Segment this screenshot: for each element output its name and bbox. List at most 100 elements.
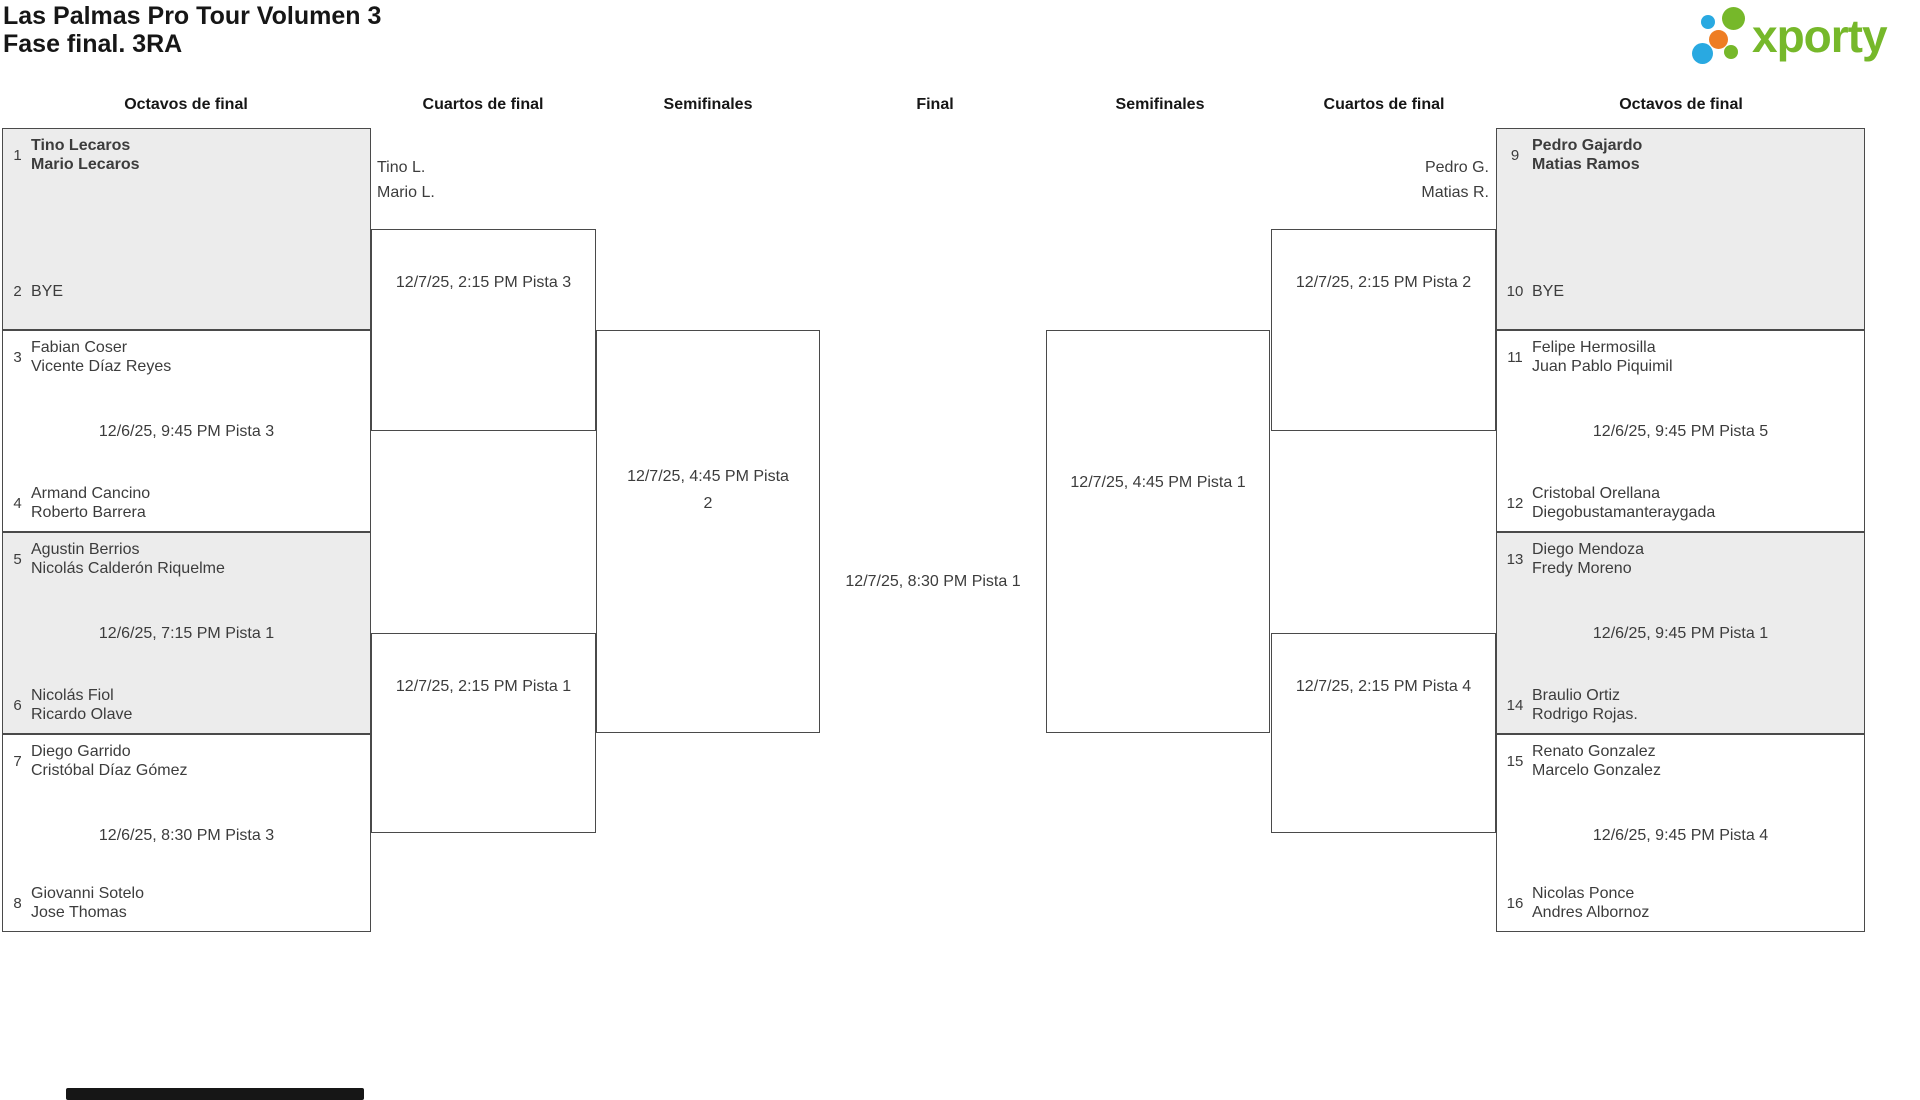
horizontal-scrollbar-thumb[interactable] [66, 1088, 364, 1100]
seed-number: 6 [13, 696, 22, 714]
player-name: Nicolas Ponce [1532, 885, 1635, 902]
seed-number: 10 [1506, 283, 1524, 300]
advanced-player-name: Pedro G. [1424, 159, 1489, 176]
round-header-semis-right: Semifinales [1115, 96, 1205, 113]
player-name: Fredy Moreno [1532, 560, 1632, 577]
advanced-player-name: Tino L. [377, 159, 426, 176]
seed-number: 8 [13, 894, 22, 912]
player-name: Rodrigo Rojas. [1532, 706, 1638, 723]
match-time: 12/7/25, 4:45 PM Pista 2 [627, 468, 789, 512]
player-name: Nicolás Fiol [31, 687, 114, 704]
match-time: 12/6/25, 9:45 PM Pista 4 [1592, 827, 1769, 844]
match-time: 12/7/25, 2:15 PM Pista 4 [1295, 678, 1472, 695]
seed-number: 13 [1506, 550, 1524, 568]
player-name: BYE [31, 283, 64, 300]
player-name: Agustin Berrios [31, 541, 140, 558]
player-name: Nicolás Calderón Riquelme [31, 560, 225, 577]
player-name: Jose Thomas [31, 904, 127, 921]
player-name: Juan Pablo Piquimil [1532, 358, 1673, 375]
match-time: 12/7/25, 2:15 PM Pista 1 [395, 678, 572, 695]
sf-left-box[interactable]: 12/7/25, 4:45 PM Pista 2 [596, 330, 820, 733]
player-name: Armand Cancino [31, 485, 151, 502]
advanced-player-name: Matias R. [1421, 184, 1489, 201]
seed-number: 1 [13, 146, 22, 164]
player-name: Giovanni Sotelo [31, 885, 144, 902]
team-slot[interactable]: 10 BYE [1503, 282, 1564, 301]
page-subtitle: Fase final. 3RA [3, 30, 183, 58]
match-time: 12/7/25, 2:15 PM Pista 2 [1295, 274, 1472, 291]
advanced-team-right: Pedro G. Matias R. [1271, 155, 1489, 205]
player-name: Cristóbal Díaz Gómez [31, 762, 188, 779]
round-header-cuartos-right: Cuartos de final [1323, 96, 1445, 113]
player-name: Roberto Barrera [31, 504, 146, 521]
logo-dot-orange [1709, 30, 1728, 49]
match-time: 12/6/25, 8:30 PM Pista 3 [98, 827, 275, 844]
logo-wordmark: xporty [1752, 10, 1888, 62]
match-time: 12/7/25, 2:15 PM Pista 3 [395, 274, 572, 291]
advanced-team-left: Tino L. Mario L. [377, 155, 435, 205]
round-header-cuartos-left: Cuartos de final [422, 96, 544, 113]
player-name: BYE [1532, 283, 1565, 300]
player-name: Renato Gonzalez [1532, 743, 1656, 760]
seed-number: 9 [1510, 146, 1520, 164]
seed-number: 15 [1506, 752, 1524, 770]
seed-number: 4 [13, 494, 22, 512]
sf-right-box[interactable]: 12/7/25, 4:45 PM Pista 1 [1046, 330, 1270, 733]
player-name: Tino Lecaros [31, 137, 131, 154]
qf-left-2-box[interactable]: 12/7/25, 2:15 PM Pista 1 [371, 633, 596, 833]
player-name: Cristobal Orellana [1532, 485, 1661, 502]
team-slot[interactable]: 2 BYE [9, 282, 63, 301]
player-name: Fabian Coser [31, 339, 128, 356]
seed-number: 12 [1506, 494, 1524, 512]
player-name: Mario Lecaros [31, 156, 140, 173]
match-time: 12/6/25, 9:45 PM Pista 3 [98, 423, 275, 440]
page-title: Las Palmas Pro Tour Volumen 3 [3, 2, 382, 30]
qf-left-1-box[interactable]: 12/7/25, 2:15 PM Pista 3 [371, 229, 596, 431]
seed-number: 16 [1506, 894, 1524, 912]
match-time: 12/6/25, 7:15 PM Pista 1 [98, 625, 275, 642]
player-name: Ricardo Olave [31, 706, 133, 723]
seed-number: 14 [1506, 696, 1524, 714]
seed-number: 7 [13, 752, 22, 770]
match-time: 12/7/25, 4:45 PM Pista 1 [1070, 474, 1246, 491]
advanced-player-name: Mario L. [377, 184, 435, 201]
qf-right-2-box[interactable]: 12/7/25, 2:15 PM Pista 4 [1271, 633, 1496, 833]
player-name: Diego Garrido [31, 743, 131, 760]
logo-dot-green-small [1724, 45, 1738, 59]
logo-dot-blue-small [1701, 15, 1715, 29]
logo-dot-blue-large [1692, 43, 1713, 64]
match-time: 12/6/25, 9:45 PM Pista 1 [1592, 625, 1769, 642]
logo-dot-green-large [1722, 7, 1745, 30]
seed-number: 11 [1507, 348, 1523, 366]
player-name: Vicente Díaz Reyes [31, 358, 172, 375]
round-header-octavos-left: Octavos de final [124, 96, 248, 113]
player-name: Diegobustamanteraygada [1532, 504, 1716, 521]
player-name: Felipe Hermosilla [1532, 339, 1656, 356]
player-name: Andres Albornoz [1532, 904, 1650, 921]
player-name: Diego Mendoza [1532, 541, 1645, 558]
qf-right-1-box[interactable]: 12/7/25, 2:15 PM Pista 2 [1271, 229, 1496, 431]
